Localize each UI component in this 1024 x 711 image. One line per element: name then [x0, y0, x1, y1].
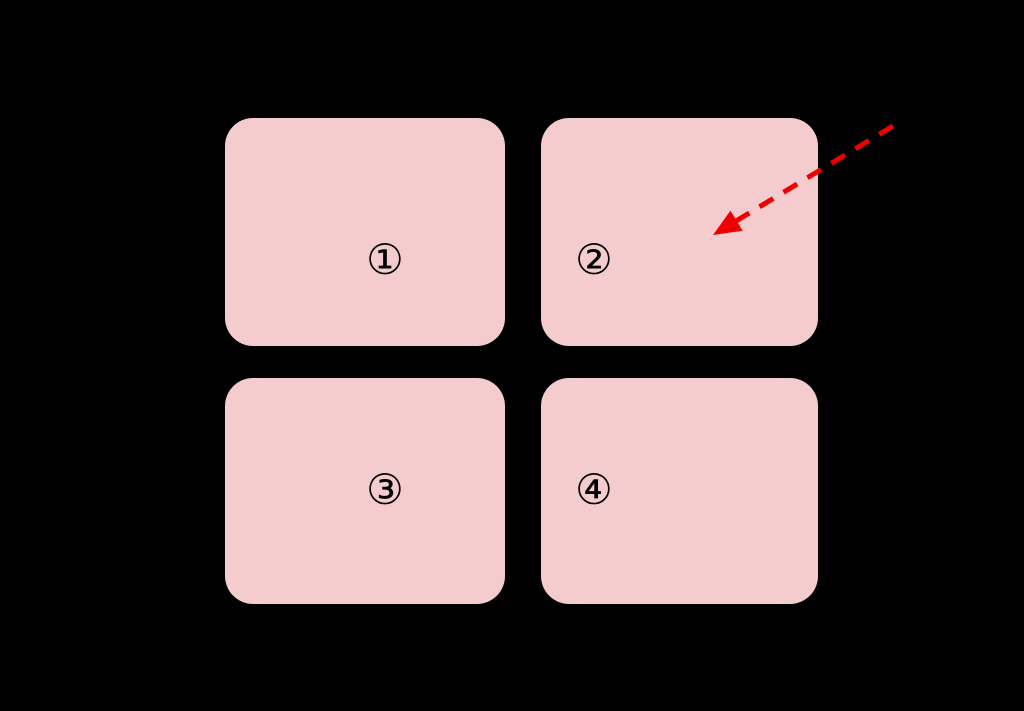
grid-tile-2[interactable]: ② — [541, 118, 818, 346]
grid-tile-4[interactable]: ④ — [541, 378, 818, 604]
grid-tile-1[interactable]: ① — [225, 118, 505, 346]
grid-tile-1-label: ① — [366, 235, 404, 284]
grid-tile-3-label: ③ — [366, 465, 404, 514]
grid-tile-4-label: ④ — [575, 465, 613, 514]
grid-tile-3[interactable]: ③ — [225, 378, 505, 604]
grid-tile-2-label: ② — [575, 235, 613, 284]
